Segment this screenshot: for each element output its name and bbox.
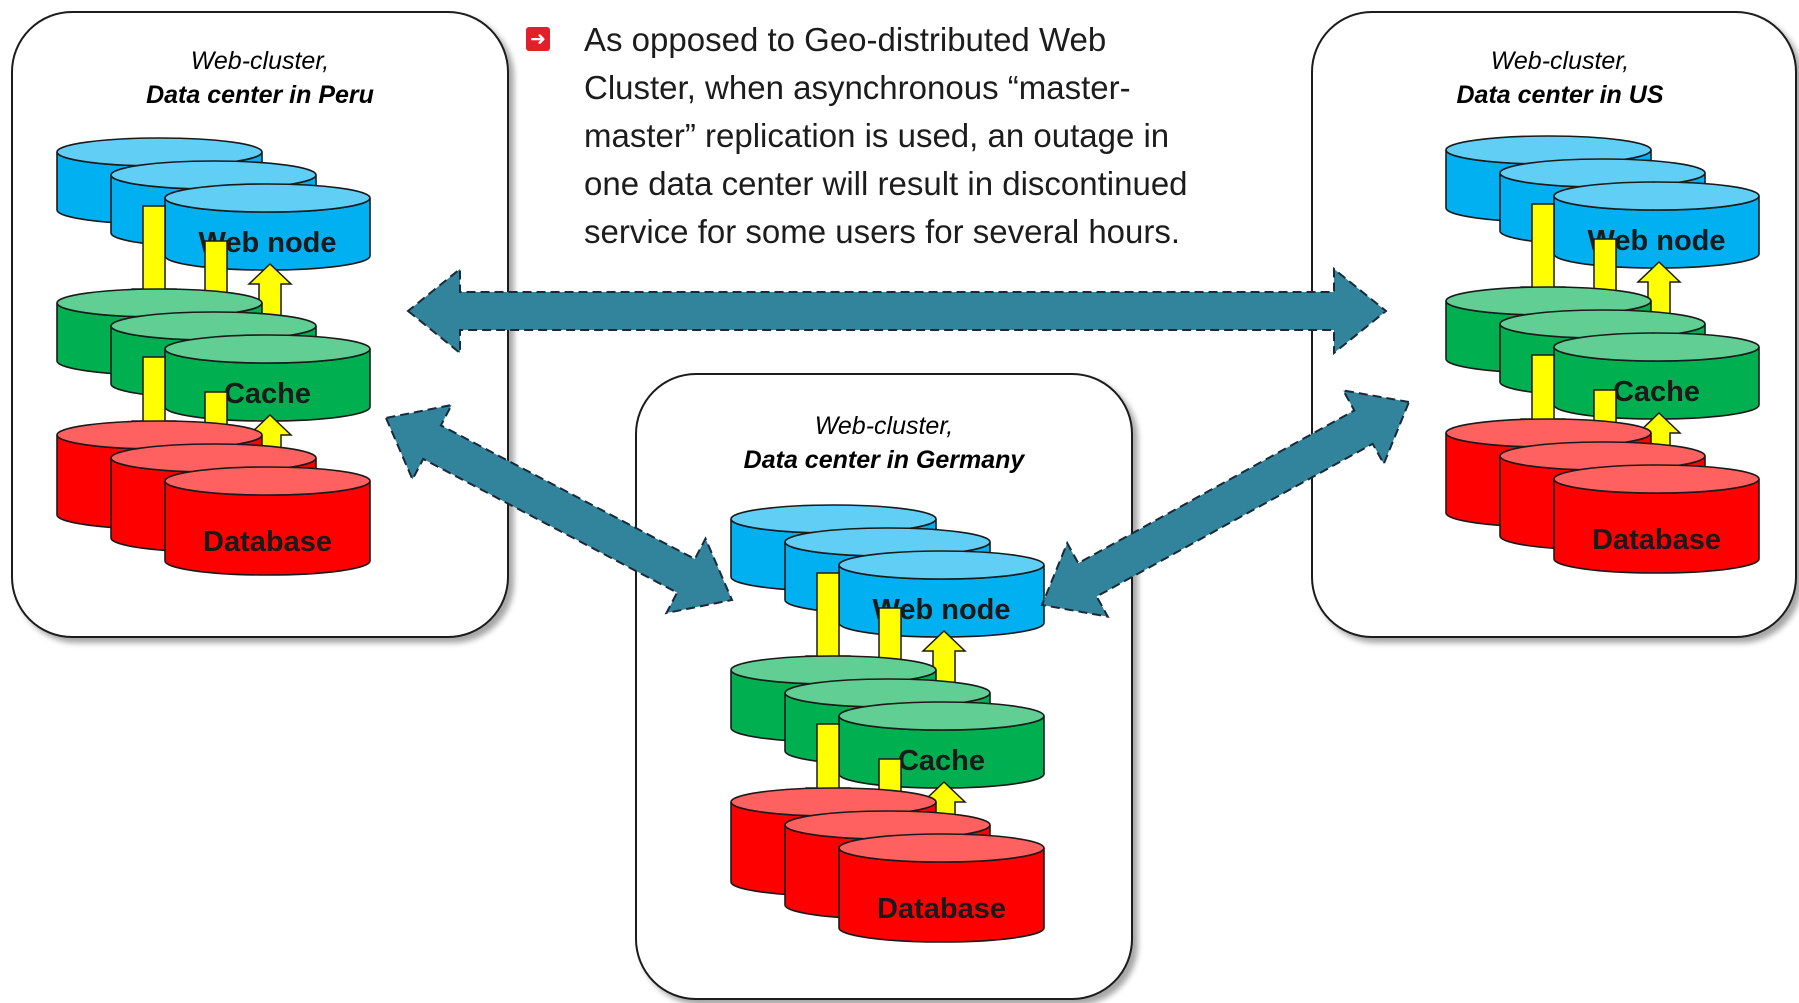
database-tier: Database xyxy=(56,420,371,576)
cache-cylinder-top xyxy=(838,701,1045,731)
cache-label: Cache xyxy=(224,378,311,410)
replication-arrow-us-germany xyxy=(1040,389,1411,618)
database-cylinder xyxy=(164,466,371,576)
database-label: Database xyxy=(203,526,332,558)
web-node-tier: Web node xyxy=(730,504,1045,638)
database-tier: Database xyxy=(1445,418,1760,574)
cache-cylinder-top xyxy=(1553,332,1760,362)
cluster-location: Data center in Germany xyxy=(743,446,1025,474)
replication-note: As opposed to Geo-distributed Web Cluste… xyxy=(584,16,1284,256)
cluster-subtitle: Web-cluster, xyxy=(1490,47,1630,75)
database-cylinder-top xyxy=(1553,464,1760,494)
replication-links xyxy=(384,266,1411,618)
cluster-title-germany: Web-cluster, Data center in Germany xyxy=(636,409,1132,477)
note-line: Cluster, when asynchronous “master- xyxy=(584,69,1131,106)
note-line: one data center will result in discontin… xyxy=(584,165,1188,202)
cache-cylinder-top xyxy=(164,334,371,364)
cache-label: Cache xyxy=(898,745,985,777)
cluster-location: Data center in Peru xyxy=(146,81,374,109)
note-line: service for some users for several hours… xyxy=(584,213,1181,250)
database-label: Database xyxy=(877,893,1006,925)
cluster-subtitle: Web-cluster, xyxy=(814,412,954,440)
cache-label: Cache xyxy=(1613,376,1700,408)
web-node-cylinder-top xyxy=(164,183,371,213)
database-cylinder xyxy=(838,833,1045,943)
arrow-right-box-icon: ➜ xyxy=(526,27,550,51)
web-node-cylinder-top xyxy=(1553,181,1760,211)
database-cylinder-top xyxy=(164,466,371,496)
cluster-subtitle: Web-cluster, xyxy=(190,47,330,75)
cluster-title-peru: Web-cluster, Data center in Peru xyxy=(12,44,508,112)
note-line: master” replication is used, an outage i… xyxy=(584,117,1170,154)
database-cylinder-top xyxy=(838,833,1045,863)
note-line: As opposed to Geo-distributed Web xyxy=(584,21,1107,58)
replication-arrow-peru-germany xyxy=(384,403,734,615)
replication-arrow-peru-us xyxy=(406,266,1388,356)
cluster-location: Data center in US xyxy=(1456,81,1664,109)
database-tier: Database xyxy=(730,787,1045,943)
database-cylinder xyxy=(1553,464,1760,574)
cache-tier: Cache xyxy=(1445,286,1760,420)
cluster-title-us: Web-cluster, Data center in US xyxy=(1312,44,1799,112)
web-node-cylinder-top xyxy=(838,550,1045,580)
database-label: Database xyxy=(1592,524,1721,556)
